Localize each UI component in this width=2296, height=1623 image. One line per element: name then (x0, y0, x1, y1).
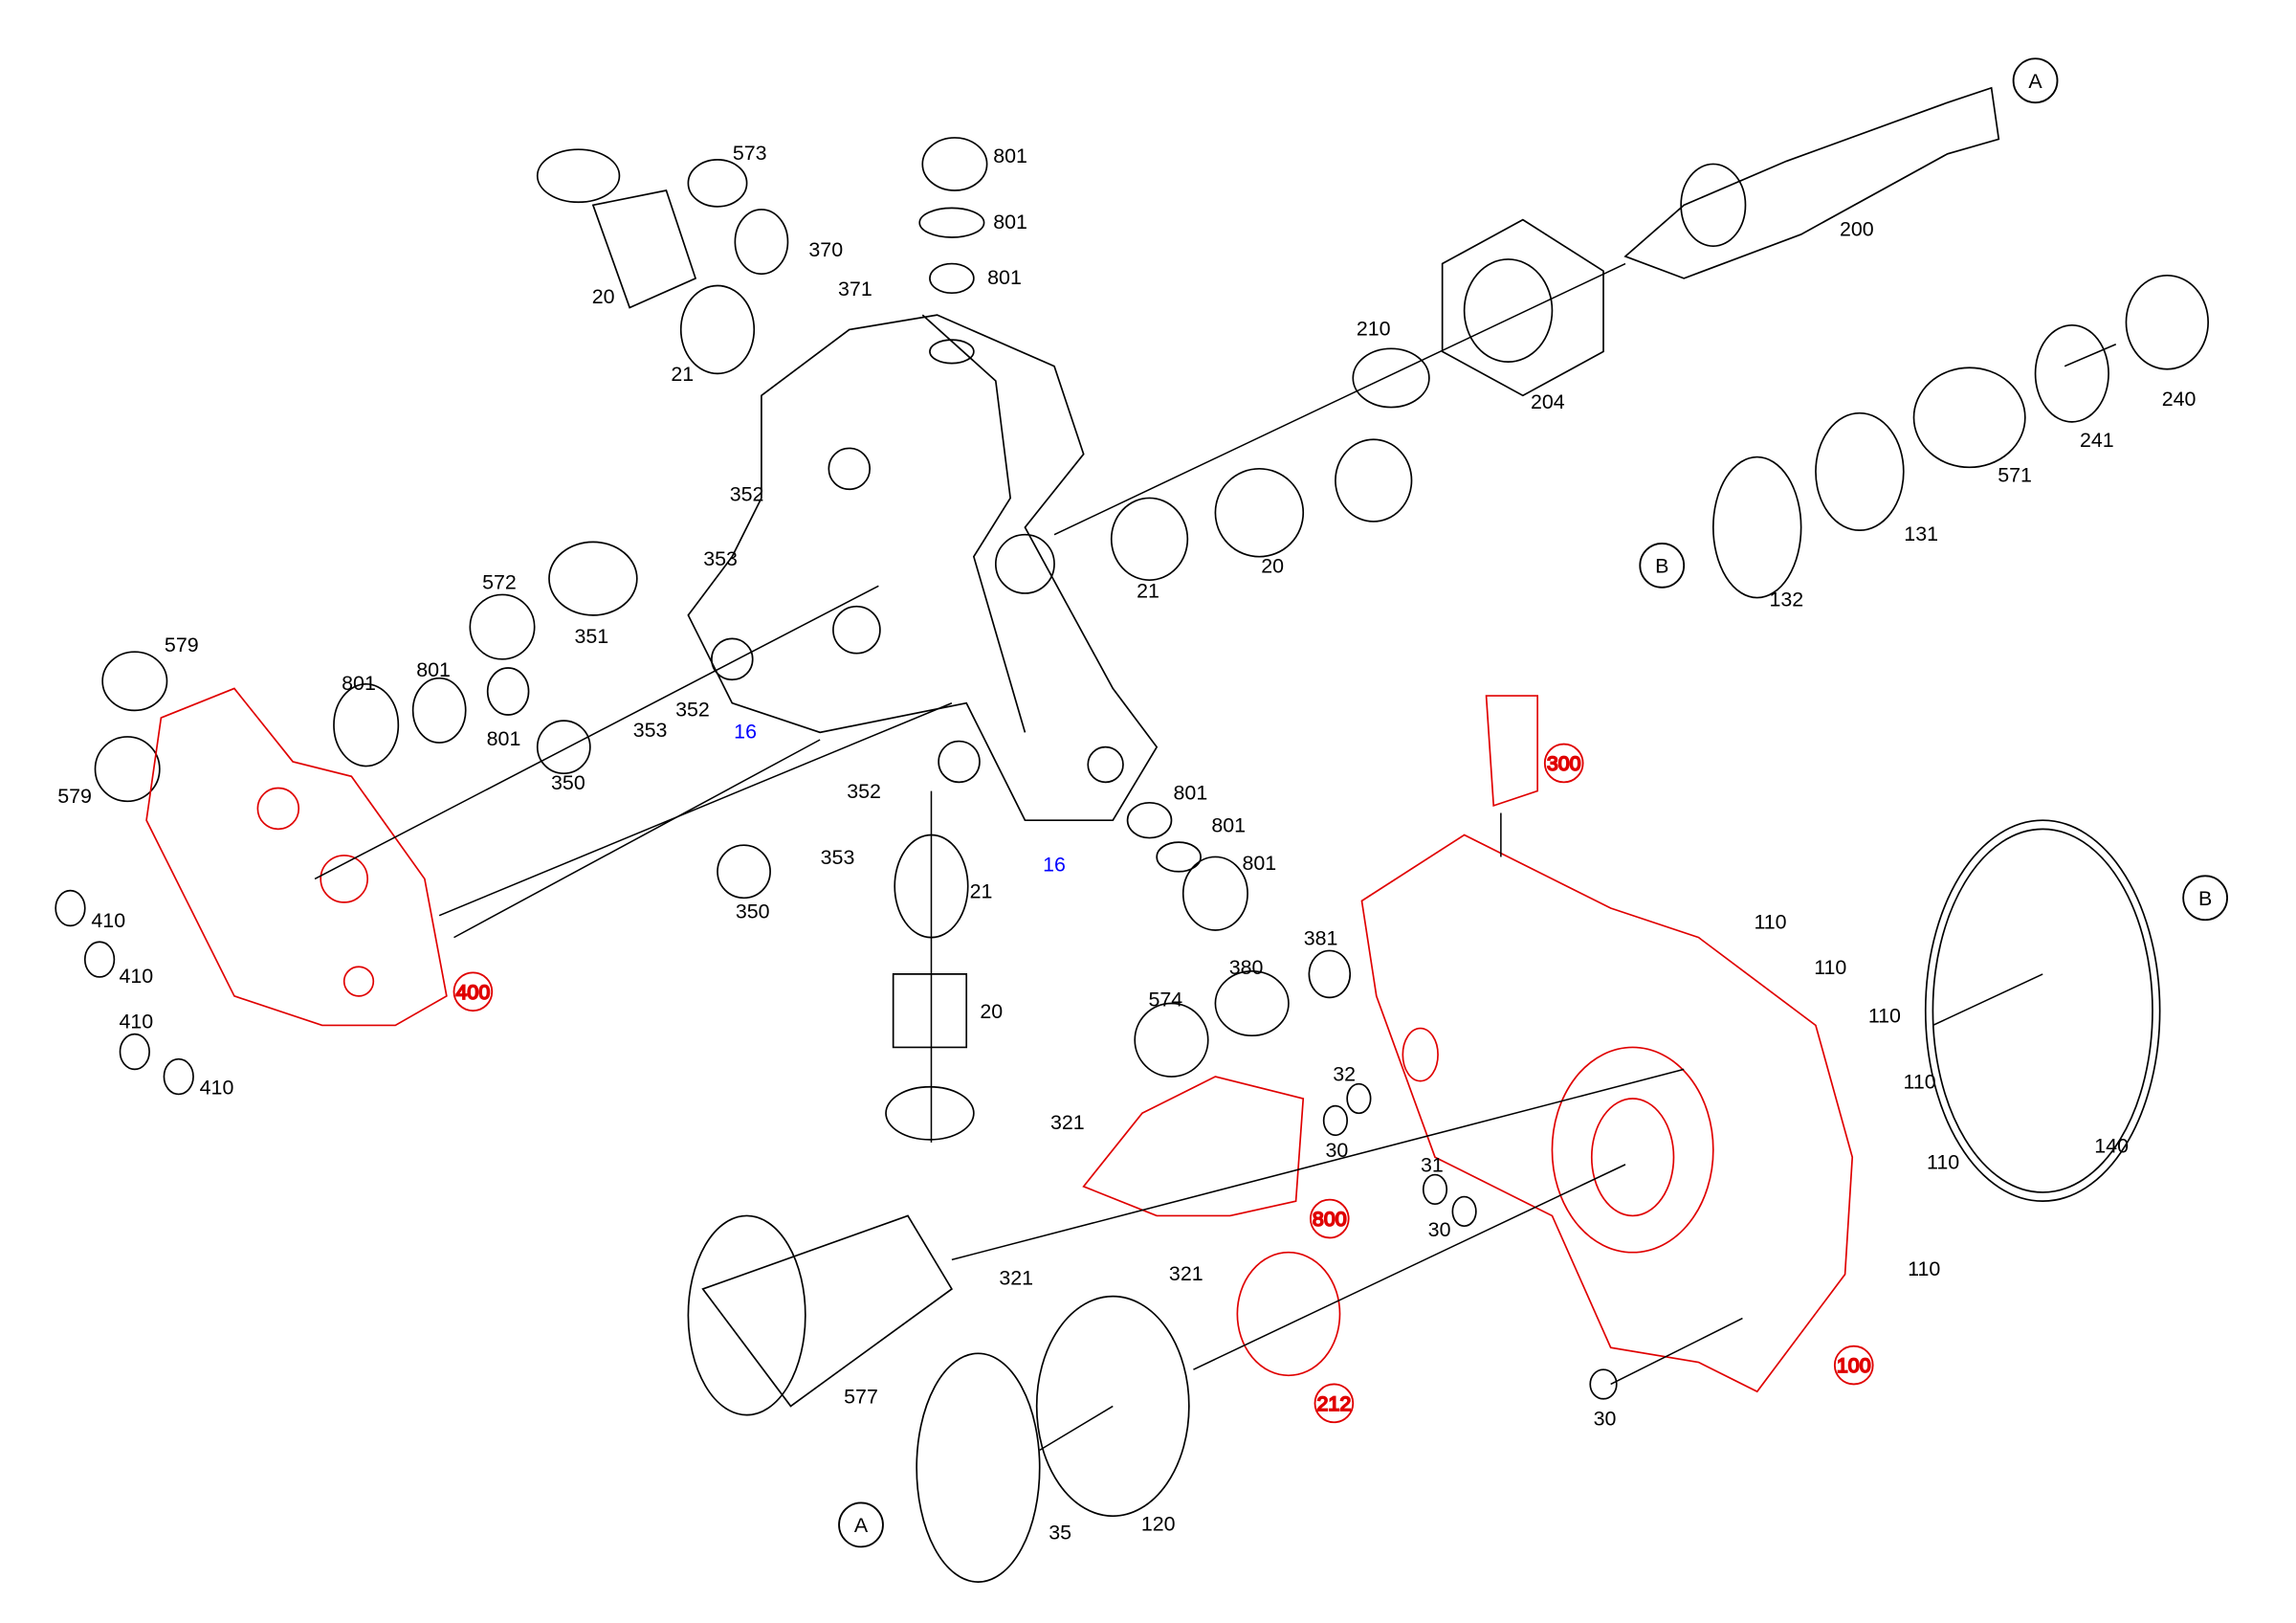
part-number-label: 801 (987, 266, 1022, 289)
part-number-label: 801 (993, 211, 1027, 233)
part-number-label: 16 (734, 720, 757, 743)
reference-circle (2182, 875, 2228, 922)
part-number-label: 204 (1531, 390, 1565, 413)
part-number-label: 572 (482, 570, 517, 593)
reference-letter: B (1655, 555, 1668, 578)
part-number-label: 110 (1814, 956, 1846, 979)
part-number-label: 571 (1998, 464, 2032, 487)
part-number-label: 140 (2094, 1135, 2129, 1158)
part-number-label: 131 (1904, 522, 1938, 545)
part-number-label: 573 (733, 142, 767, 165)
reference-circle (838, 1501, 884, 1548)
part-number-label: 30 (1594, 1407, 1617, 1430)
part-number-label: 352 (730, 483, 764, 506)
part-number-label: 120 (1141, 1513, 1176, 1536)
part-number-label: 381 (1304, 926, 1338, 949)
part-number-label: 110 (1868, 1004, 1901, 1027)
part-number-label: 110 (1754, 910, 1786, 933)
part-number-label: 21 (671, 363, 694, 386)
part-number-label: 212 (1317, 1392, 1352, 1415)
part-number-label: 353 (633, 719, 668, 742)
main-housing (687, 314, 1159, 822)
part-number-label: 801 (342, 672, 376, 695)
part-number-label: 132 (1769, 589, 1803, 611)
part-number-label: 801 (1174, 782, 1208, 805)
part-number-label: 321 (1169, 1262, 1203, 1285)
part-number-label: 577 (844, 1385, 878, 1408)
part-number-label: 351 (575, 625, 609, 648)
part-number-label: 321 (999, 1266, 1033, 1289)
part-number-label: 801 (1242, 852, 1276, 875)
part-number-label: 800 (1313, 1208, 1347, 1231)
part-number-label: 380 (1229, 956, 1264, 979)
part-number-label: 801 (416, 658, 451, 681)
part-number-label: 200 (1840, 217, 1874, 240)
part-number-label: 35 (1049, 1522, 1071, 1545)
part-number-label: 21 (970, 879, 993, 902)
callout-circle (453, 971, 494, 1012)
part-number-label: 21 (1137, 580, 1159, 603)
part-number-label: 350 (736, 900, 770, 923)
part-number-label: 579 (57, 785, 92, 808)
part-number-label: 370 (808, 238, 843, 261)
part-number-label: 110 (1904, 1070, 1936, 1093)
part-number-label: 20 (980, 1000, 1003, 1023)
part-number-label: 352 (675, 699, 710, 722)
part-number-label: 352 (847, 780, 881, 803)
part-number-label: 300 (1547, 752, 1581, 775)
part-number-label: 20 (592, 285, 615, 308)
callout-circle (1833, 1345, 1874, 1386)
part-number-label: 31 (1421, 1154, 1444, 1177)
part-number-label: 32 (1333, 1063, 1356, 1086)
part-number-label: 353 (703, 547, 738, 570)
part-number-label: 410 (119, 965, 153, 988)
callout-circle (1314, 1383, 1355, 1424)
callout-circle (1543, 743, 1584, 784)
reference-letter: A (854, 1514, 869, 1537)
part-number-label: 210 (1357, 318, 1391, 341)
part-number-label: 353 (821, 846, 855, 869)
leader-lines (314, 262, 2117, 1452)
part-number-label: 801 (1211, 813, 1246, 836)
part-number-label: 801 (993, 145, 1027, 167)
part-number-label: 350 (551, 771, 585, 794)
part-number-label: 110 (1927, 1150, 1959, 1173)
reference-circle (1639, 542, 1686, 589)
part-number-label: 410 (119, 1011, 153, 1034)
part-number-label: 579 (165, 634, 199, 656)
part-number-label: 240 (2162, 388, 2197, 411)
reference-letter: B (2198, 887, 2212, 910)
part-number-label: 801 (487, 727, 521, 750)
part-number-label: 100 (1837, 1354, 1871, 1377)
part-number-label: 30 (1428, 1218, 1451, 1241)
reference-letter: A (2028, 70, 2042, 93)
part-number-label: 16 (1043, 854, 1066, 877)
part-number-label: 400 (456, 981, 491, 1004)
part-number-label: 20 (1261, 555, 1284, 578)
part-number-label: 371 (838, 278, 872, 300)
part-number-label: 574 (1149, 989, 1183, 1012)
part-number-label: 410 (91, 909, 125, 932)
part-number-label: 110 (1908, 1257, 1940, 1280)
highlighted-parts (145, 687, 1854, 1393)
part-number-label: 410 (200, 1076, 234, 1099)
drive-shaft (1110, 86, 2210, 1202)
part-number-label: 30 (1326, 1139, 1349, 1162)
part-number-label: 241 (2080, 429, 2114, 452)
callout-circle (1309, 1198, 1350, 1239)
part-number-label: 321 (1050, 1111, 1085, 1134)
reference-circle (2012, 57, 2059, 104)
